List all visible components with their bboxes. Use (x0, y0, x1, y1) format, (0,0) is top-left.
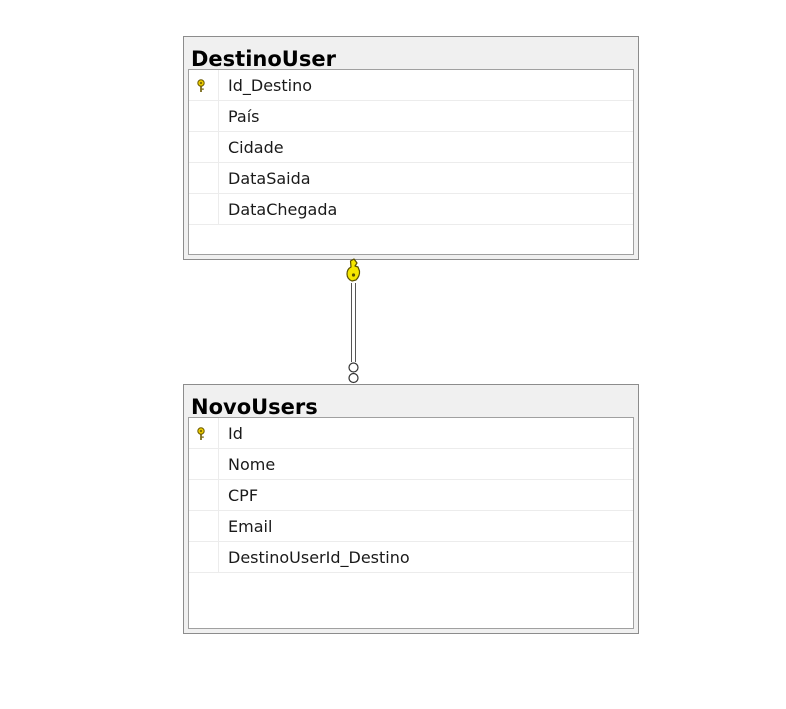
row-selector[interactable] (189, 511, 219, 541)
infinity-icon (348, 362, 359, 384)
column-name: CPF (228, 486, 259, 505)
row-selector[interactable] (189, 480, 219, 510)
row-selector[interactable] (189, 70, 219, 100)
primary-key-icon (197, 427, 205, 440)
row-selector[interactable] (189, 449, 219, 479)
primary-key-icon (197, 79, 205, 92)
table-title: DestinoUser (191, 47, 336, 71)
column-row[interactable]: País (189, 101, 633, 132)
column-grid: Id Nome CPF Email DestinoUserId_Destino (188, 417, 634, 629)
column-name: Cidade (228, 138, 284, 157)
column-name: DataChegada (228, 200, 338, 219)
row-selector[interactable] (189, 163, 219, 193)
column-name: Id_Destino (228, 76, 313, 95)
row-selector[interactable] (189, 101, 219, 131)
column-name: DataSaida (228, 169, 311, 188)
column-row[interactable]: Email (189, 511, 633, 542)
row-selector[interactable] (189, 194, 219, 224)
column-grid: Id_Destino País Cidade DataSaida DataChe… (188, 69, 634, 255)
column-row[interactable]: Id (189, 418, 633, 449)
column-row[interactable]: DestinoUserId_Destino (189, 542, 633, 573)
column-row[interactable]: Cidade (189, 132, 633, 163)
column-row[interactable]: Nome (189, 449, 633, 480)
column-row[interactable]: DataChegada (189, 194, 633, 225)
column-name: Nome (228, 455, 276, 474)
column-name: Email (228, 517, 273, 536)
column-name: Id (228, 424, 243, 443)
key-icon (346, 258, 361, 282)
table-title: NovoUsers (191, 395, 318, 419)
column-row[interactable]: Id_Destino (189, 70, 633, 101)
table-destinouser[interactable]: DestinoUser Id_Destino País (183, 36, 639, 260)
column-row[interactable]: DataSaida (189, 163, 633, 194)
row-selector[interactable] (189, 418, 219, 448)
column-row[interactable]: CPF (189, 480, 633, 511)
row-selector[interactable] (189, 132, 219, 162)
column-name: DestinoUserId_Destino (228, 548, 410, 567)
table-novousers[interactable]: NovoUsers Id Nome CPF (183, 384, 639, 634)
column-name: País (228, 107, 260, 126)
row-selector[interactable] (189, 542, 219, 572)
